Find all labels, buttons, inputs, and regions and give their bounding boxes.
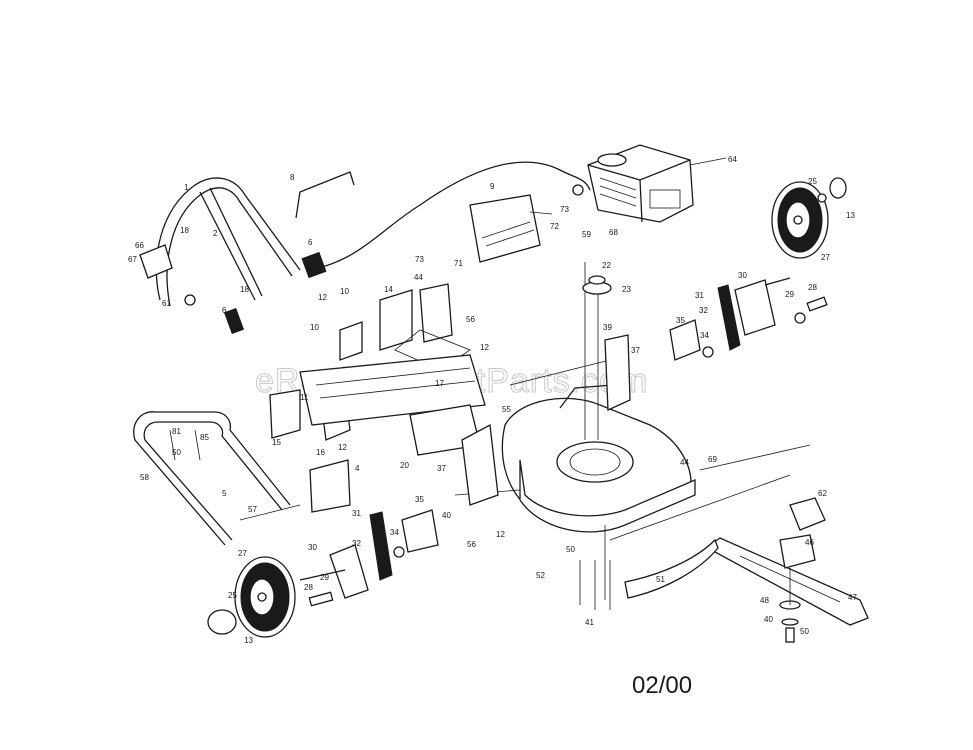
label-8: 8 xyxy=(290,173,295,182)
label-18b: 18 xyxy=(240,285,249,294)
rear-wheel-right xyxy=(771,181,829,259)
label-73a: 73 xyxy=(560,205,569,214)
label-40a: 40 xyxy=(442,511,451,520)
label-35a: 35 xyxy=(676,316,685,325)
label-18a: 18 xyxy=(180,226,189,235)
blade-adapter-62 xyxy=(789,497,826,531)
engine xyxy=(587,144,727,223)
mower-deck xyxy=(501,384,696,533)
label-56a: 56 xyxy=(466,315,475,324)
throttle-cable xyxy=(309,161,591,271)
label-66: 66 xyxy=(135,241,144,250)
label-28a: 28 xyxy=(808,283,817,292)
label-27b: 27 xyxy=(238,549,247,558)
label-81: 81 xyxy=(172,427,181,436)
label-32b: 32 xyxy=(352,539,361,548)
label-67: 67 xyxy=(128,255,137,264)
label-47: 47 xyxy=(848,593,857,602)
height-adjuster-right xyxy=(604,277,828,411)
label-72: 72 xyxy=(550,222,559,231)
label-15: 15 xyxy=(272,438,281,447)
label-59: 59 xyxy=(582,230,591,239)
label-58: 58 xyxy=(140,473,149,482)
label-35b: 35 xyxy=(415,495,424,504)
label-55: 55 xyxy=(502,405,511,414)
label-37b: 37 xyxy=(437,464,446,473)
lower-handle xyxy=(133,411,291,546)
label-9: 9 xyxy=(490,182,495,191)
label-10a: 10 xyxy=(340,287,349,296)
label-22: 22 xyxy=(602,261,611,270)
blade-adapter xyxy=(779,534,816,569)
label-44a: 44 xyxy=(414,273,423,282)
label-71: 71 xyxy=(454,259,463,268)
label-32a: 32 xyxy=(699,306,708,315)
label-68: 68 xyxy=(609,228,618,237)
label-62: 62 xyxy=(818,489,827,498)
front-wheel-left xyxy=(234,556,296,638)
label-73b: 73 xyxy=(415,255,424,264)
hubcap-left xyxy=(207,609,237,635)
label-4: 4 xyxy=(355,464,360,473)
label-69: 69 xyxy=(708,455,717,464)
label-31a: 31 xyxy=(695,291,704,300)
label-5: 5 xyxy=(222,489,227,498)
label-30b: 30 xyxy=(308,543,317,552)
hubcap-right xyxy=(829,177,847,199)
label-31b: 31 xyxy=(352,509,361,518)
label-25a: 25 xyxy=(808,177,817,186)
label-61: 61 xyxy=(162,299,171,308)
label-34a: 34 xyxy=(700,331,709,340)
label-25b: 25 xyxy=(228,591,237,600)
label-12d: 12 xyxy=(496,530,505,539)
label-64: 64 xyxy=(728,155,737,164)
label-27a: 27 xyxy=(821,253,830,262)
label-28b: 28 xyxy=(304,583,313,592)
label-52: 52 xyxy=(536,571,545,580)
label-23: 23 xyxy=(622,285,631,294)
cable-bracket xyxy=(469,194,553,263)
label-50a: 50 xyxy=(172,448,181,457)
label-29a: 29 xyxy=(785,290,794,299)
label-48: 48 xyxy=(760,596,769,605)
label-51: 51 xyxy=(656,575,665,584)
label-12b: 12 xyxy=(480,343,489,352)
label-6a: 6 xyxy=(308,238,313,247)
label-14: 14 xyxy=(384,285,393,294)
label-29b: 29 xyxy=(320,573,329,582)
label-12a: 12 xyxy=(318,293,327,302)
label-50c: 50 xyxy=(800,627,809,636)
label-30a: 30 xyxy=(738,271,747,280)
label-46: 46 xyxy=(805,538,814,547)
label-41: 41 xyxy=(585,618,594,627)
label-1: 1 xyxy=(184,183,189,192)
label-17: 17 xyxy=(435,379,444,388)
label-16: 16 xyxy=(316,448,325,457)
rear-baffle xyxy=(299,354,486,456)
label-44b: 44 xyxy=(680,458,689,467)
label-40b: 40 xyxy=(764,615,773,624)
label-20: 20 xyxy=(400,461,409,470)
label-2: 2 xyxy=(213,229,218,238)
label-37a: 37 xyxy=(631,346,640,355)
label-10b: 10 xyxy=(310,323,319,332)
upper-handle xyxy=(139,177,327,335)
date-code: 02/00 xyxy=(632,672,693,699)
label-6b: 6 xyxy=(222,306,227,315)
label-13a: 13 xyxy=(846,211,855,220)
label-85: 85 xyxy=(200,433,209,442)
label-12c: 12 xyxy=(338,443,347,452)
height-adjuster-left xyxy=(299,423,499,607)
label-39: 39 xyxy=(603,323,612,332)
label-50b: 50 xyxy=(566,545,575,554)
label-34b: 34 xyxy=(390,528,399,537)
baffle xyxy=(624,538,719,599)
label-13b: 13 xyxy=(244,636,253,645)
label-57: 57 xyxy=(248,505,257,514)
label-56b: 56 xyxy=(467,540,476,549)
label-11: 11 xyxy=(300,393,309,402)
part-labels: 1 2 18 6 8 66 67 18 61 6 9 73 72 73 71 5… xyxy=(128,155,857,645)
control-bar xyxy=(295,171,355,219)
